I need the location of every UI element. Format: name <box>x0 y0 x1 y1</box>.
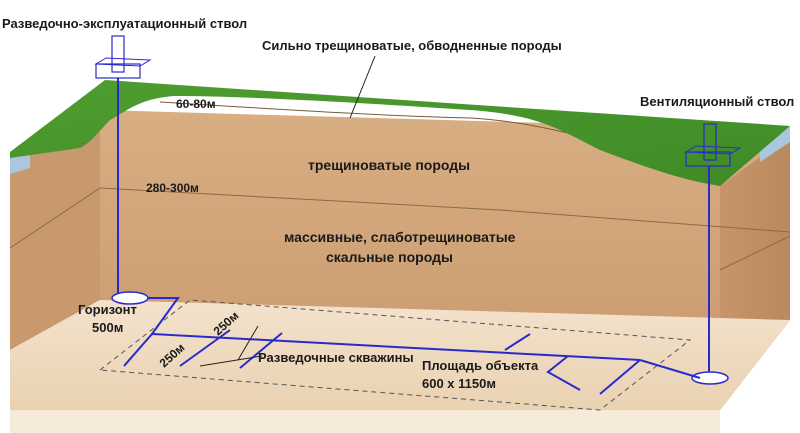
label-massive-rocks-2: скальные породы <box>326 249 453 265</box>
label-horizon-1: Горизонт <box>78 302 137 317</box>
horizon-ellipse-vent <box>691 371 729 385</box>
layer-boundary-280-300 <box>99 187 791 233</box>
right-face-boundary <box>719 235 791 271</box>
label-vent-shaft: Вентиляционный ствол <box>640 94 794 109</box>
floor-bottom-strip <box>10 410 720 433</box>
label-exploration-wells: Разведочные скважины <box>258 350 414 365</box>
main-shaft <box>94 35 152 298</box>
label-depth-60-80: 60-80м <box>176 97 216 111</box>
leader-fractured-watered <box>349 55 376 119</box>
leader-wells-1 <box>237 325 259 361</box>
horizon-floor <box>10 300 790 410</box>
leader-wells-2 <box>199 355 263 367</box>
label-site-area-1: Площадь объекта <box>422 358 539 373</box>
label-depth-280-300: 280-300м <box>146 181 199 195</box>
ventilation-shaft <box>684 123 742 376</box>
water-layer-right <box>760 126 790 162</box>
label-main-shaft: Разведочно-эксплуатационный ствол <box>2 16 247 31</box>
label-horizon-2: 500м <box>92 320 123 335</box>
label-fractured-watered: Сильно трещиноватые, обводненные породы <box>262 38 562 53</box>
left-face-boundary <box>9 187 101 249</box>
label-fractured-rocks: трещиноватые породы <box>308 157 470 173</box>
block-left-face <box>10 110 100 350</box>
label-site-area-2: 600 х 1150м <box>422 376 496 391</box>
surface-layer <box>10 80 790 186</box>
drift-network <box>123 297 701 395</box>
label-massive-rocks-1: массивные, слаботрещиноватые <box>284 229 516 245</box>
